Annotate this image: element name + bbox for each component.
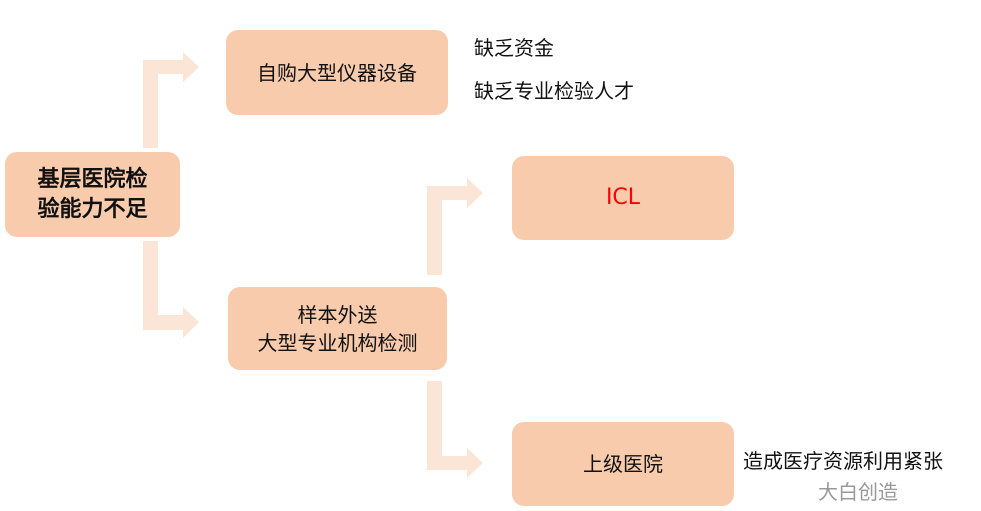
arrow-send-to-icl bbox=[427, 178, 483, 275]
root-box: 基层医院检验能力不足 bbox=[5, 152, 180, 237]
root-label-line2: 验能力不足 bbox=[37, 196, 148, 222]
icl-box: ICL bbox=[512, 156, 734, 240]
note-resource-strain: 造成医疗资源利用紧张 bbox=[743, 449, 943, 473]
buy-equipment-label: 自购大型仪器设备 bbox=[257, 60, 417, 85]
note-lack-talent: 缺乏专业检验人才 bbox=[474, 79, 634, 103]
arrow-root-to-buy bbox=[143, 52, 199, 148]
send-out-line1: 样本外送 bbox=[297, 302, 378, 327]
send-out-box: 样本外送大型专业机构检测 bbox=[228, 287, 447, 370]
upper-hospital-box: 上级医院 bbox=[512, 422, 734, 506]
send-out-line2: 大型专业机构检测 bbox=[257, 330, 418, 355]
arrow-send-to-upper bbox=[427, 381, 483, 478]
note-lack-funds: 缺乏资金 bbox=[474, 36, 554, 60]
arrow-root-to-send bbox=[143, 241, 199, 338]
buy-equipment-box: 自购大型仪器设备 bbox=[226, 30, 448, 115]
root-label-line1: 基层医院检 bbox=[37, 166, 148, 192]
icl-label: ICL bbox=[605, 185, 641, 210]
upper-hospital-label: 上级医院 bbox=[583, 452, 663, 476]
watermark: 大白创造 bbox=[818, 480, 898, 504]
